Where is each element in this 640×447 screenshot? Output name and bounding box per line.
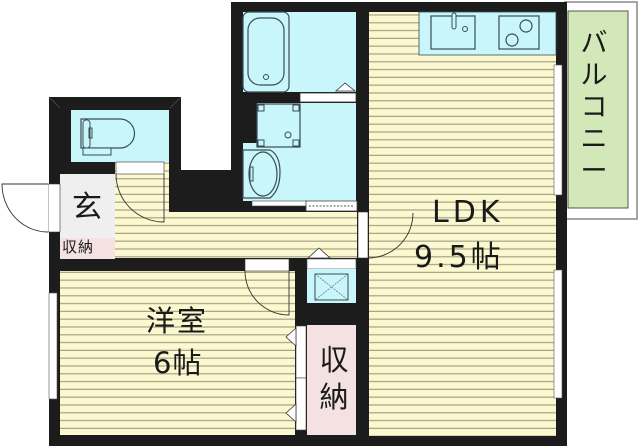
front-door-swing: [1, 183, 49, 233]
closet: [306, 258, 357, 435]
washroom: [242, 103, 358, 212]
window-ldk-lower: [553, 269, 563, 399]
front-door: [47, 183, 61, 233]
entrance: [1, 174, 115, 259]
corridor: [115, 161, 414, 259]
washbasin-icon: [242, 149, 281, 199]
ldk-room: [369, 11, 563, 436]
stove-icon: [498, 15, 540, 50]
toilet: [48, 96, 182, 162]
entrance-storage: [60, 238, 115, 259]
window-western: [48, 292, 58, 400]
balcony: [564, 1, 638, 220]
bathtub-icon: [242, 11, 290, 93]
western-room-label: 洋室: [146, 304, 209, 338]
ldk-size-label: 9.5帖: [414, 240, 504, 275]
ldk-label: LDK: [432, 195, 504, 230]
toilet-icon: [80, 118, 136, 149]
window-ldk-upper: [553, 64, 563, 196]
balcony-label: バルコニー: [580, 28, 608, 187]
entrance-storage-label: 収納: [62, 238, 95, 256]
western-room-size-label: 6帖: [153, 346, 203, 380]
bathroom: [242, 11, 357, 103]
entrance-label: 玄: [72, 190, 102, 225]
closet-label: 収納: [319, 343, 349, 414]
western-room: [48, 258, 307, 435]
